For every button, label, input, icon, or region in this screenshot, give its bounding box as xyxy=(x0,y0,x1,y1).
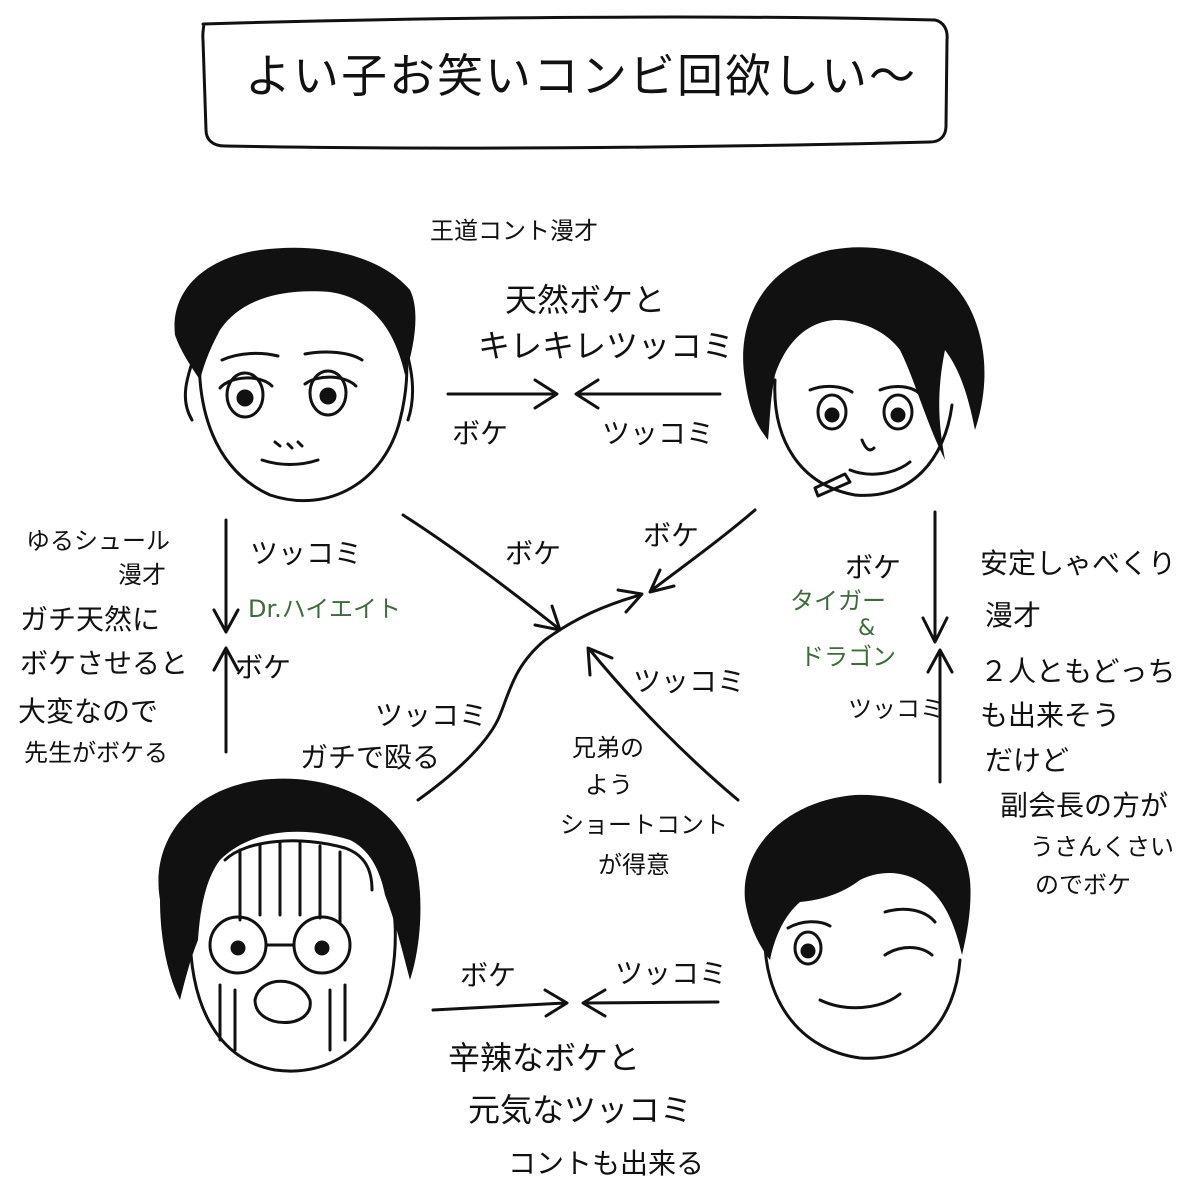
top-pair-desc-line2: キレキレツッコミ xyxy=(478,327,735,365)
left-note-line6: 先生がボケる xyxy=(24,739,168,767)
arrow-bl-to-center xyxy=(416,588,644,802)
title-box xyxy=(201,15,949,150)
arrow-right-up xyxy=(926,648,954,784)
top-pair-left-role: ボケ xyxy=(452,417,509,450)
cross-br-note-line2: よう xyxy=(585,771,633,799)
bottom-pair-desc-line3: コントも出来る xyxy=(508,1147,705,1180)
bottom-pair-right-role: ツッコミ xyxy=(615,957,728,990)
arrow-tl-to-center xyxy=(401,513,562,632)
cross-br-note-line4: が得意 xyxy=(598,851,670,879)
bottom-pair-left-role: ボケ xyxy=(460,959,517,992)
left-note-line3: ガチ天然に xyxy=(20,603,161,636)
cross-br-note-line1: 兄弟の xyxy=(572,734,644,762)
arrow-bottom-right-to-left xyxy=(581,988,720,1018)
right-note-line4: も出来そう xyxy=(980,699,1121,732)
left-pair-down-role: ツッコミ xyxy=(250,537,363,570)
cross-br-note-line3: ショートコント xyxy=(560,811,728,839)
arrow-left-up xyxy=(212,646,240,754)
left-note-line5: 大変なので xyxy=(18,695,159,728)
bottom-pair-desc-line1: 辛辣なボケと xyxy=(448,1039,641,1077)
left-pair-combo-name: Dr.ハイエイト xyxy=(248,595,402,623)
arrow-left-down xyxy=(212,518,240,634)
face-bottom-right xyxy=(744,794,971,1060)
right-note-line6: 副会長の方が xyxy=(1000,789,1169,822)
top-pair-right-role: ツッコミ xyxy=(602,417,715,450)
left-note-line2: 漫才 xyxy=(118,561,166,589)
arrow-tr-to-center xyxy=(648,508,757,594)
right-pair-combo-line2: ドラゴン xyxy=(800,643,896,671)
right-pair-up-role: ツッコミ xyxy=(848,695,944,723)
left-note-line4: ボケさせると xyxy=(20,647,189,680)
top-pair-genre: 王道コント漫才 xyxy=(430,217,598,245)
right-pair-combo-line1: タイガー xyxy=(790,587,886,615)
right-note-line8: のでボケ xyxy=(1035,871,1131,899)
cross-bl-role-line1: ツッコミ xyxy=(375,699,488,732)
bottom-pair-desc-line2: 元気なツッコミ xyxy=(468,1091,693,1129)
right-pair-combo-amp: & xyxy=(858,616,876,641)
arrow-right-down xyxy=(921,510,949,644)
face-top-right xyxy=(743,247,985,498)
arrow-br-to-center xyxy=(586,646,740,802)
arrow-bottom-left-to-right xyxy=(431,988,569,1018)
face-top-left xyxy=(174,247,416,503)
right-note-line5: だけど xyxy=(985,744,1070,777)
cross-br-role: ツッコミ xyxy=(633,665,746,698)
arrow-top-right-to-left xyxy=(574,378,722,410)
right-note-line1: 安定しゃべくり xyxy=(980,547,1177,580)
cross-bl-role-line2: ガチで殴る xyxy=(300,741,441,774)
page-title: よい子お笑いコンビ回欲しい〜 xyxy=(245,49,917,103)
right-pair-down-role: ボケ xyxy=(845,551,902,584)
left-note-line1: ゆるシュール xyxy=(26,527,170,555)
cross-tr-role: ボケ xyxy=(643,519,700,552)
right-note-line2: 漫才 xyxy=(985,599,1042,632)
right-note-line3: ２人ともどっち xyxy=(980,655,1176,688)
right-note-line7: うさんくさい xyxy=(1030,833,1174,861)
cross-tl-role: ボケ xyxy=(505,537,562,570)
left-pair-up-role: ボケ xyxy=(235,651,292,684)
top-pair-desc-line1: 天然ボケと xyxy=(505,281,666,319)
face-bottom-left xyxy=(158,778,421,1073)
arrow-top-left-to-right xyxy=(446,378,559,410)
